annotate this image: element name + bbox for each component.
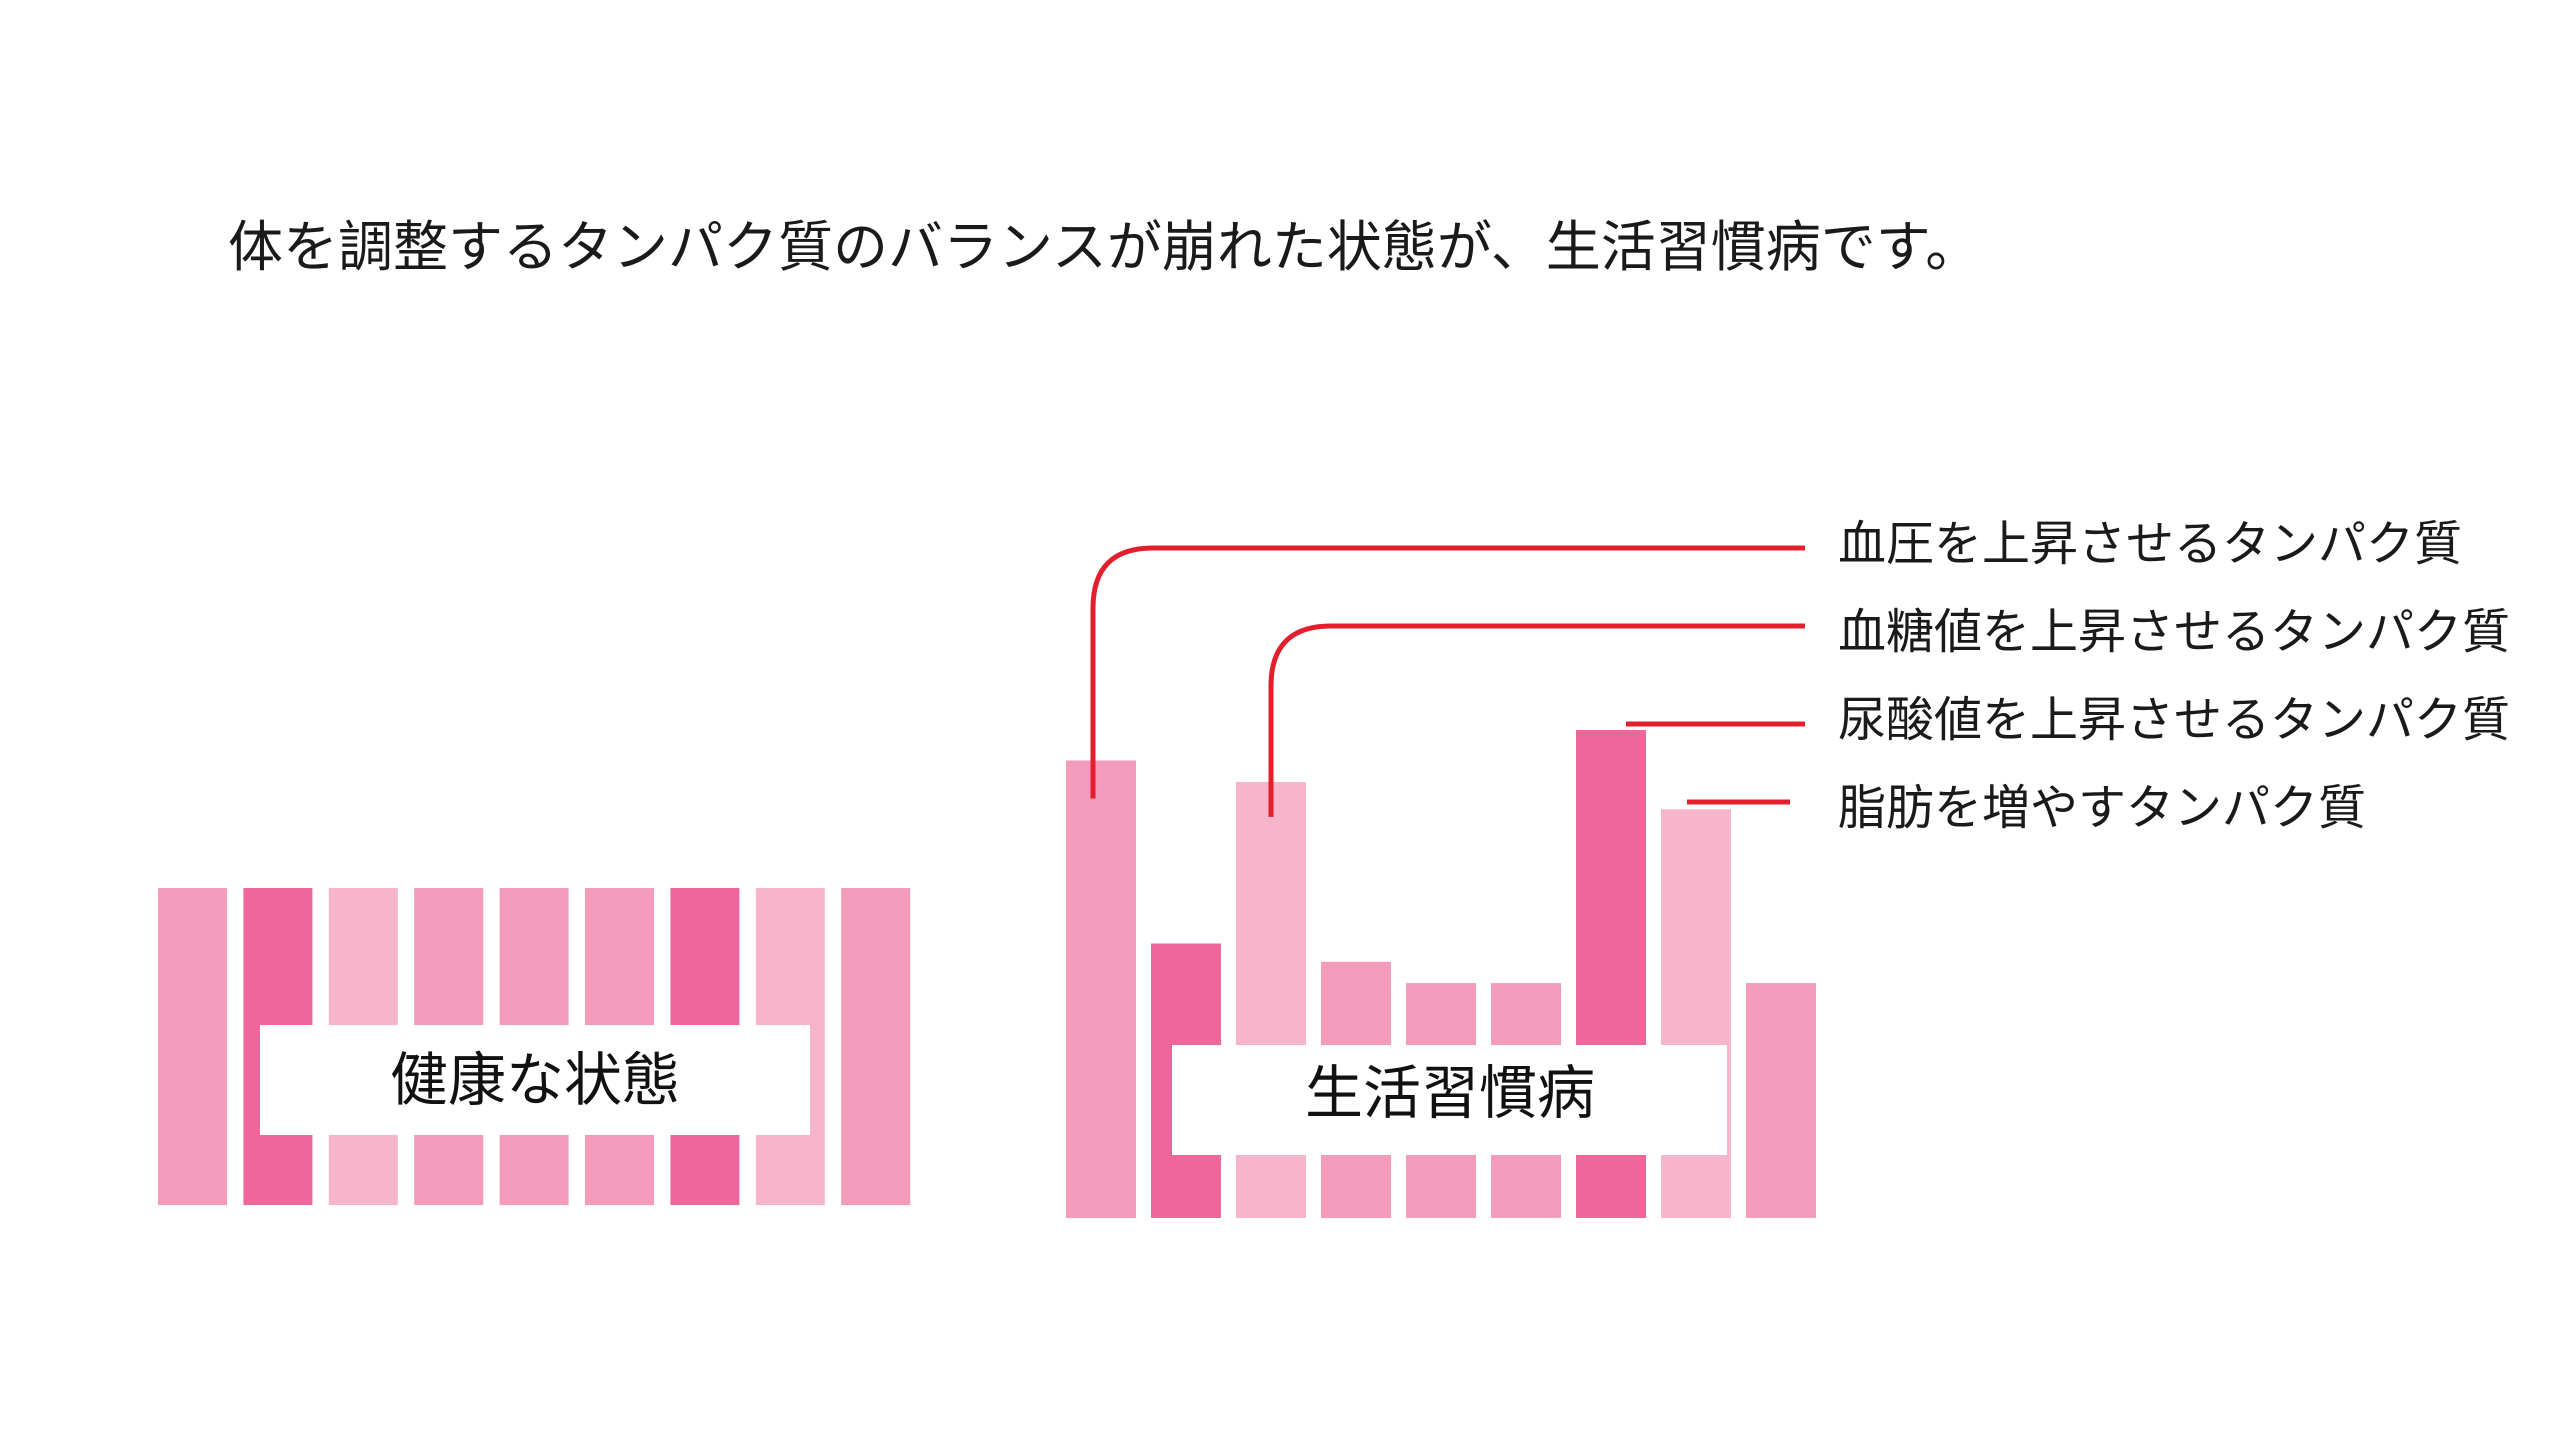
disease-bar-1 xyxy=(1066,760,1136,1218)
disease-bar-8 xyxy=(1661,809,1731,1218)
callout-line-blood-sugar xyxy=(1268,623,1805,817)
group-disease: 生活習慣病 xyxy=(1066,730,1816,1218)
callout-label-blood-sugar: 血糖値を上昇させるタンパク質 xyxy=(1838,604,2510,660)
healthy-bar-9 xyxy=(841,888,911,1205)
group-healthy: 健康な状態 xyxy=(158,888,911,1205)
disease-label: 生活習慣病 xyxy=(1305,1059,1595,1127)
callouts: 血圧を上昇させるタンパク質 血糖値を上昇させるタンパク質 尿酸値を上昇させるタン… xyxy=(1090,516,2510,836)
callout-label-fat: 脂肪を増やすタンパク質 xyxy=(1838,780,2366,836)
disease-bar-9 xyxy=(1746,983,1816,1218)
callout-label-uric-acid: 尿酸値を上昇させるタンパク質 xyxy=(1838,692,2510,748)
healthy-bar-1 xyxy=(158,888,227,1205)
disease-label-box xyxy=(1172,1045,1727,1155)
heading-text: 体を調整するタンパク質のバランスが崩れた状態が、生活習慣病です。 xyxy=(228,215,1980,279)
callout-label-blood-pressure: 血圧を上昇させるタンパク質 xyxy=(1838,516,2462,572)
callout-line-blood-pressure xyxy=(1090,545,1805,799)
healthy-label: 健康な状態 xyxy=(390,1046,680,1114)
healthy-label-box xyxy=(260,1025,810,1135)
